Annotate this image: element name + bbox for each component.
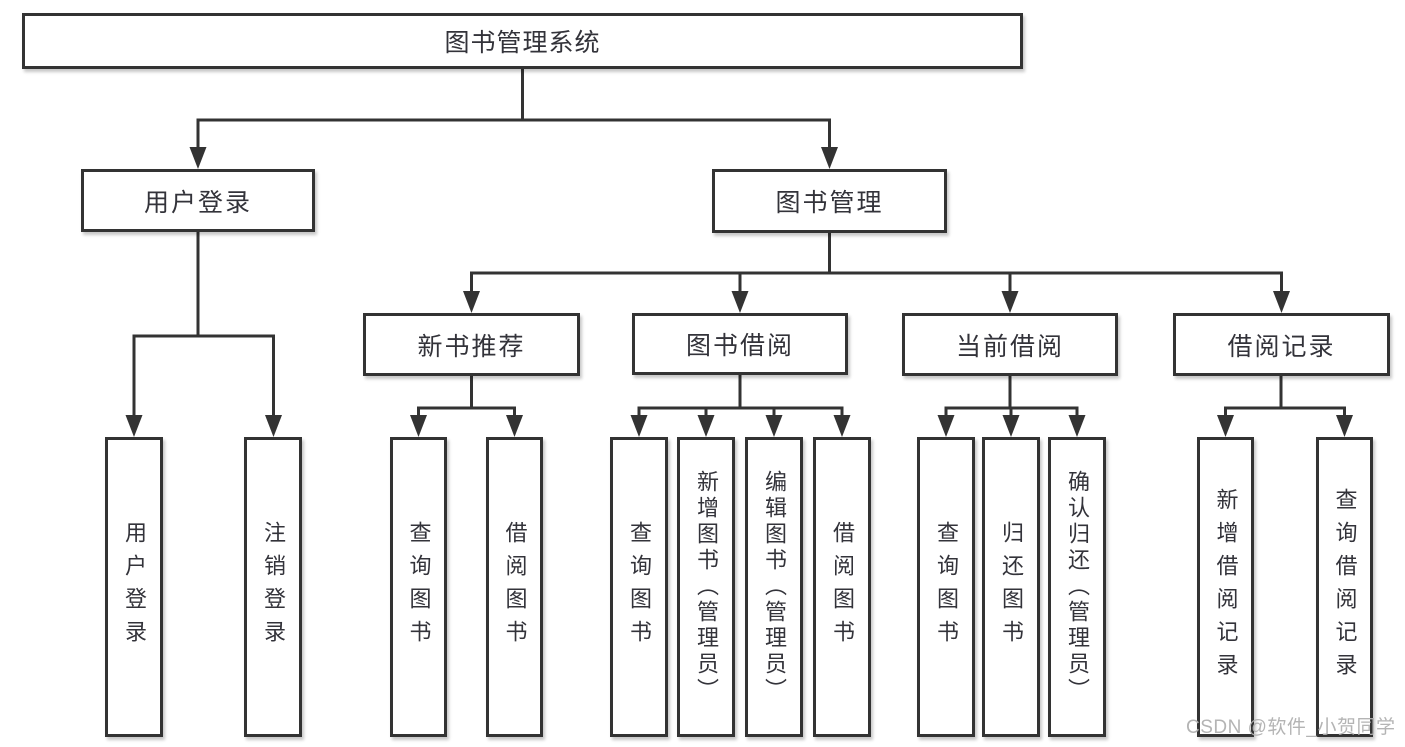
leaf-return-book: 归还图书	[982, 437, 1040, 737]
leaf-add-book-admin: 新增图书（管理员）	[677, 437, 735, 737]
node-book-management-label: 图书管理	[775, 189, 884, 217]
node-borrowing-records: 借阅记录	[1173, 313, 1390, 376]
leaf-edit-book-admin-label: 编辑图书（管理员）	[762, 470, 787, 704]
leaf-borrow-book-recommend: 借阅图书	[486, 437, 543, 737]
node-book-borrowing-label: 图书借阅	[685, 332, 794, 360]
node-user-login-label: 用户登录	[143, 188, 252, 217]
node-current-borrowing-label: 当前借阅	[955, 332, 1064, 361]
node-root-label: 图书管理系统	[444, 29, 601, 57]
leaf-add-book-admin-label: 新增图书（管理员）	[694, 470, 719, 704]
leaf-query-book-recommend-label: 查询图书	[406, 521, 432, 653]
leaf-borrow-book-borrow-label: 借阅图书	[830, 521, 855, 653]
node-root: 图书管理系统	[22, 13, 1023, 69]
leaf-borrow-book-recommend-label: 借阅图书	[502, 521, 528, 653]
leaf-user-login: 用户登录	[105, 437, 163, 737]
leaf-edit-book-admin: 编辑图书（管理员）	[745, 437, 803, 737]
watermark: CSDN @软件_小贺同学	[1186, 717, 1396, 738]
leaf-query-borrow-record: 查询借阅记录	[1316, 437, 1373, 737]
leaf-confirm-return-admin-label: 确认归还（管理员）	[1065, 470, 1090, 704]
leaf-add-borrow-record: 新增借阅记录	[1197, 437, 1254, 737]
leaf-confirm-return-admin: 确认归还（管理员）	[1048, 437, 1106, 737]
leaf-query-book-current-label: 查询图书	[934, 521, 959, 653]
leaf-query-book-borrow-label: 查询图书	[627, 521, 652, 653]
leaf-query-book-current: 查询图书	[917, 437, 975, 737]
arrowheads	[125, 147, 1353, 437]
leaf-logout: 注销登录	[244, 437, 302, 737]
node-current-borrowing: 当前借阅	[902, 313, 1118, 376]
leaf-query-book-recommend: 查询图书	[390, 437, 447, 737]
node-book-borrowing: 图书借阅	[632, 313, 848, 375]
node-book-management: 图书管理	[712, 169, 947, 233]
leaf-user-login-label: 用户登录	[122, 521, 147, 653]
node-new-book-recommend: 新书推荐	[363, 313, 580, 376]
node-user-login: 用户登录	[81, 169, 315, 232]
leaf-logout-label: 注销登录	[261, 521, 286, 653]
leaf-return-book-label: 归还图书	[999, 521, 1024, 653]
leaf-add-borrow-record-label: 新增借阅记录	[1213, 488, 1239, 686]
leaf-query-borrow-record-label: 查询借阅记录	[1332, 488, 1358, 686]
leaf-borrow-book-borrow: 借阅图书	[813, 437, 871, 737]
node-new-book-recommend-label: 新书推荐	[417, 332, 526, 361]
leaf-query-book-borrow: 查询图书	[610, 437, 668, 737]
node-borrowing-records-label: 借阅记录	[1227, 332, 1336, 361]
